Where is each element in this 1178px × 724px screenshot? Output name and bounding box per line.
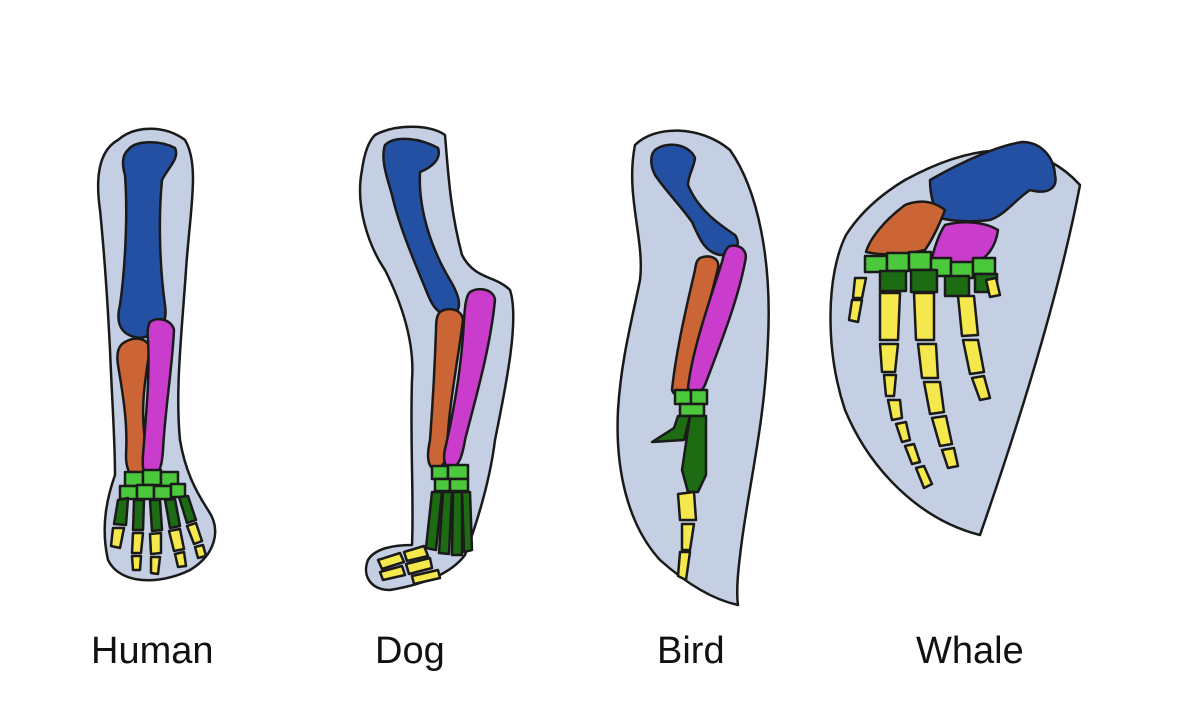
human-carpals <box>120 470 185 499</box>
label-human: Human <box>91 632 214 670</box>
dog-metacarpals <box>426 492 472 555</box>
label-bird: Bird <box>657 632 725 670</box>
whale-carpals <box>865 252 997 296</box>
dog-limb <box>360 127 513 590</box>
label-dog: Dog <box>375 632 445 670</box>
bird-limb <box>618 131 769 605</box>
human-limb <box>98 129 215 580</box>
dog-carpals <box>432 465 468 491</box>
whale-limb <box>830 142 1080 535</box>
label-whale: Whale <box>916 632 1024 670</box>
bird-carpals <box>675 390 707 416</box>
